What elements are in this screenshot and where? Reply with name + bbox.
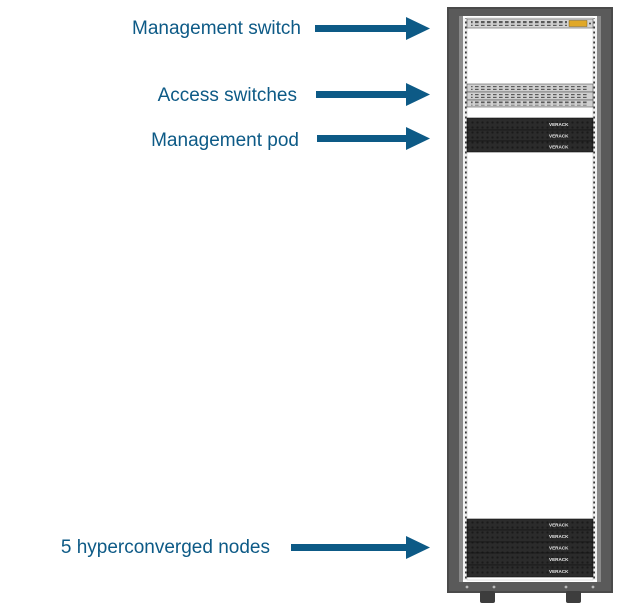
rack-caster-right xyxy=(566,591,581,603)
hyperconverged-node-5: VERACK xyxy=(466,564,594,578)
arrow-management-pod xyxy=(317,127,430,150)
server-badge: VERACK xyxy=(549,122,569,127)
management-pod-server-2: VERACK xyxy=(466,129,594,142)
label-management-switch: Management switch xyxy=(132,18,301,39)
rack-caster-left xyxy=(480,591,495,603)
hyperconverged-node-3: VERACK xyxy=(466,541,594,554)
management-pod-server-1: VERACK xyxy=(466,117,594,131)
access-switch-unit-1 xyxy=(466,83,594,93)
arrow-management-switch xyxy=(315,17,430,40)
label-access-switches: Access switches xyxy=(157,85,297,106)
hyperconverged-node-2: VERACK xyxy=(466,529,594,543)
server-badge: VERACK xyxy=(549,546,569,551)
access-switch-unit-2 xyxy=(466,91,594,101)
server-badge: VERACK xyxy=(549,569,569,574)
server-badge: VERACK xyxy=(549,134,569,139)
hyperconverged-node-1: VERACK xyxy=(466,518,594,531)
management-pod-server-3: VERACK xyxy=(466,140,594,153)
server-badge: VERACK xyxy=(549,523,569,528)
label-management-pod: Management pod xyxy=(151,130,299,151)
hyperconverged-node-4: VERACK xyxy=(466,552,594,566)
arrow-access-switches xyxy=(316,83,430,106)
access-switch-unit-3 xyxy=(466,99,594,108)
arrow-hyperconverged-nodes xyxy=(291,536,430,559)
label-hyperconverged-nodes: 5 hyperconverged nodes xyxy=(60,537,270,558)
server-badge: VERACK xyxy=(549,145,569,150)
server-badge: VERACK xyxy=(549,557,569,562)
management-switch-unit xyxy=(466,18,594,29)
server-badge: VERACK xyxy=(549,534,569,539)
